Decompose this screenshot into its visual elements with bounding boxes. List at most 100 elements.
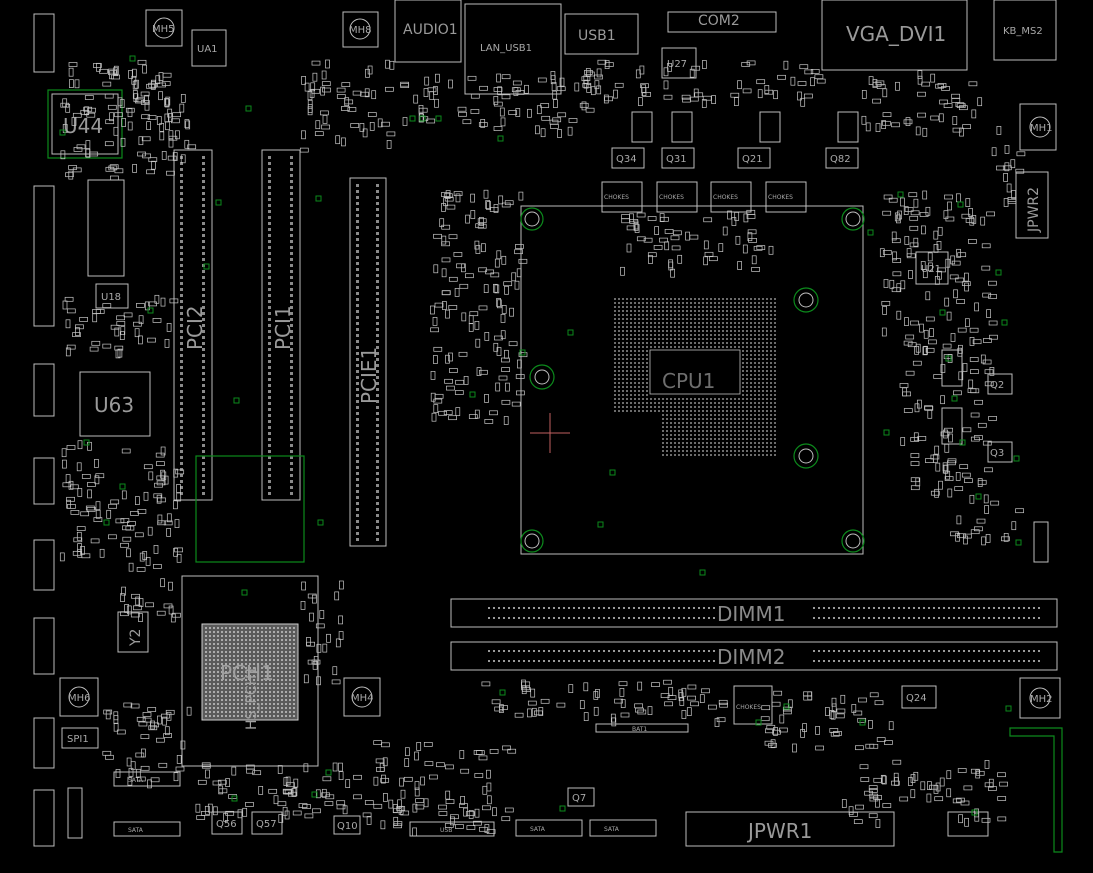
battery-bat1	[595, 723, 689, 733]
mosfet-q21	[737, 147, 771, 169]
choke-2-label: CHOKES	[659, 194, 684, 201]
pci1-label: PCI1	[271, 305, 295, 350]
cpu-mount-hole-br	[841, 529, 865, 553]
choke-2	[656, 181, 698, 213]
pci2-label: PCI2	[183, 305, 207, 350]
pci2-slot	[173, 149, 213, 501]
header-left-5	[33, 617, 55, 675]
q82-label: Q82	[830, 154, 851, 165]
cpu-pin-grid	[614, 298, 776, 456]
edge-header	[33, 13, 55, 73]
q34-label: Q34	[616, 154, 637, 165]
chip-u18	[95, 283, 129, 309]
pch-label: PCH1	[220, 661, 274, 685]
mosfet-q82	[825, 147, 859, 169]
mounting-hole-mh2	[1019, 677, 1061, 719]
chip-tpm	[87, 179, 125, 277]
memory-slots: DIMM1 DIMM2	[450, 598, 1058, 671]
chip-u27	[661, 47, 697, 79]
mounting-hole-mh6	[59, 677, 99, 717]
bat1-label: BAT1	[632, 726, 647, 733]
com-header	[667, 11, 777, 33]
kb-ms-connector	[993, 0, 1057, 61]
mosfet-q3	[987, 441, 1013, 463]
header-left-1	[33, 185, 55, 327]
choke-5	[941, 349, 963, 387]
mh1-label: MH1	[1030, 123, 1053, 134]
bottom-right-header	[947, 811, 989, 837]
spi-label: SPI1	[67, 734, 89, 745]
q24-label: Q24	[906, 693, 927, 704]
header-left-4	[33, 539, 55, 591]
sata-connector-3	[113, 771, 181, 787]
sata-2-label: SATA	[604, 826, 620, 833]
cooler-hole-left	[529, 364, 555, 390]
rear-io-area: VGA_DVI1 KB_MS2 COM2 USB1 LAN_USB1 AUDIO…	[33, 0, 1057, 95]
mosfet-q34	[611, 147, 645, 169]
audio-connector	[394, 0, 462, 63]
audio-label: AUDIO1	[403, 22, 458, 38]
mosfet-c	[759, 111, 781, 143]
cpu-label: CPU1	[662, 369, 715, 393]
dimm1-slot	[450, 598, 1058, 628]
jpwr1-label: JPWR1	[746, 819, 812, 843]
expansion-slots: PCI2 PCI1 PCIE1	[173, 149, 387, 563]
header-left-6	[33, 717, 55, 769]
right-edge: MH1 JPWR2 MH2	[1009, 103, 1063, 853]
usb-connector	[564, 13, 639, 55]
pcie1-slot	[349, 177, 387, 547]
cooler-hole-bottom-right	[793, 443, 819, 469]
dimm2-slot	[450, 641, 1058, 671]
mosfet-b	[671, 111, 693, 143]
dimm2-label: DIMM2	[717, 645, 786, 669]
vga-dvi-label: VGA_DVI1	[846, 22, 946, 46]
trace-outline-pci	[195, 455, 305, 563]
ua1-label: UA1	[197, 44, 218, 55]
usb-header-label: USB	[440, 827, 452, 834]
bottom-connectors: JPWR1 BAT1 SATA SATA USB SATA SATA Q56 Q…	[113, 685, 989, 847]
mh6-label: MH6	[68, 693, 91, 704]
sata-3-label: SATA	[128, 777, 144, 784]
sata-4-label: SATA	[128, 827, 144, 834]
mosfet-q57	[251, 811, 283, 835]
crystal-y2	[117, 611, 149, 653]
mosfet-q31	[661, 147, 695, 169]
choke-6	[941, 407, 963, 445]
dimm1-label: DIMM1	[717, 602, 786, 626]
cpu-mount-hole-bl	[520, 529, 544, 553]
lan-usb-connector	[464, 3, 562, 95]
choke-4	[765, 181, 807, 213]
q57-label: Q57	[256, 819, 277, 830]
sata-connector-4	[113, 821, 181, 837]
smd-component-pads	[59, 59, 1026, 837]
mh5-label: MH5	[152, 24, 175, 35]
q21-label: Q21	[742, 154, 763, 165]
jpwr2-label: JPWR2	[1026, 187, 1042, 233]
choke-3	[710, 181, 752, 213]
pcie1-label: PCIE1	[357, 347, 381, 404]
mounting-hole-mh5	[145, 9, 183, 47]
usb-header-bottom	[409, 821, 495, 837]
q2-label: Q2	[990, 380, 1004, 391]
mounting-hole-mh4	[343, 677, 381, 717]
choke-4-label: CHOKES	[768, 194, 793, 201]
q3-label: Q3	[990, 448, 1004, 459]
trace-outline-u44	[47, 89, 123, 159]
pch-heatsink-outline	[181, 575, 319, 767]
mounting-hole-mh1	[1019, 103, 1057, 151]
mosfet-q56	[211, 811, 243, 835]
q56-label: Q56	[216, 819, 237, 830]
header-left-3	[33, 457, 55, 505]
crosshair-marker	[530, 413, 570, 453]
left-chips: U44 U18 U63	[33, 89, 151, 847]
u21-label: U21	[921, 264, 941, 275]
cpu-mount-hole-tl	[520, 207, 544, 231]
sata-connector-1	[515, 819, 583, 837]
pci1-slot	[261, 149, 301, 501]
right-header	[1033, 521, 1049, 563]
mosfet-d	[837, 111, 859, 143]
mounting-hole-mh8	[342, 11, 379, 48]
q7-label: Q7	[572, 793, 586, 804]
cpu-socket-outline	[520, 205, 864, 555]
choke-7-label: CHOKES	[736, 704, 761, 711]
